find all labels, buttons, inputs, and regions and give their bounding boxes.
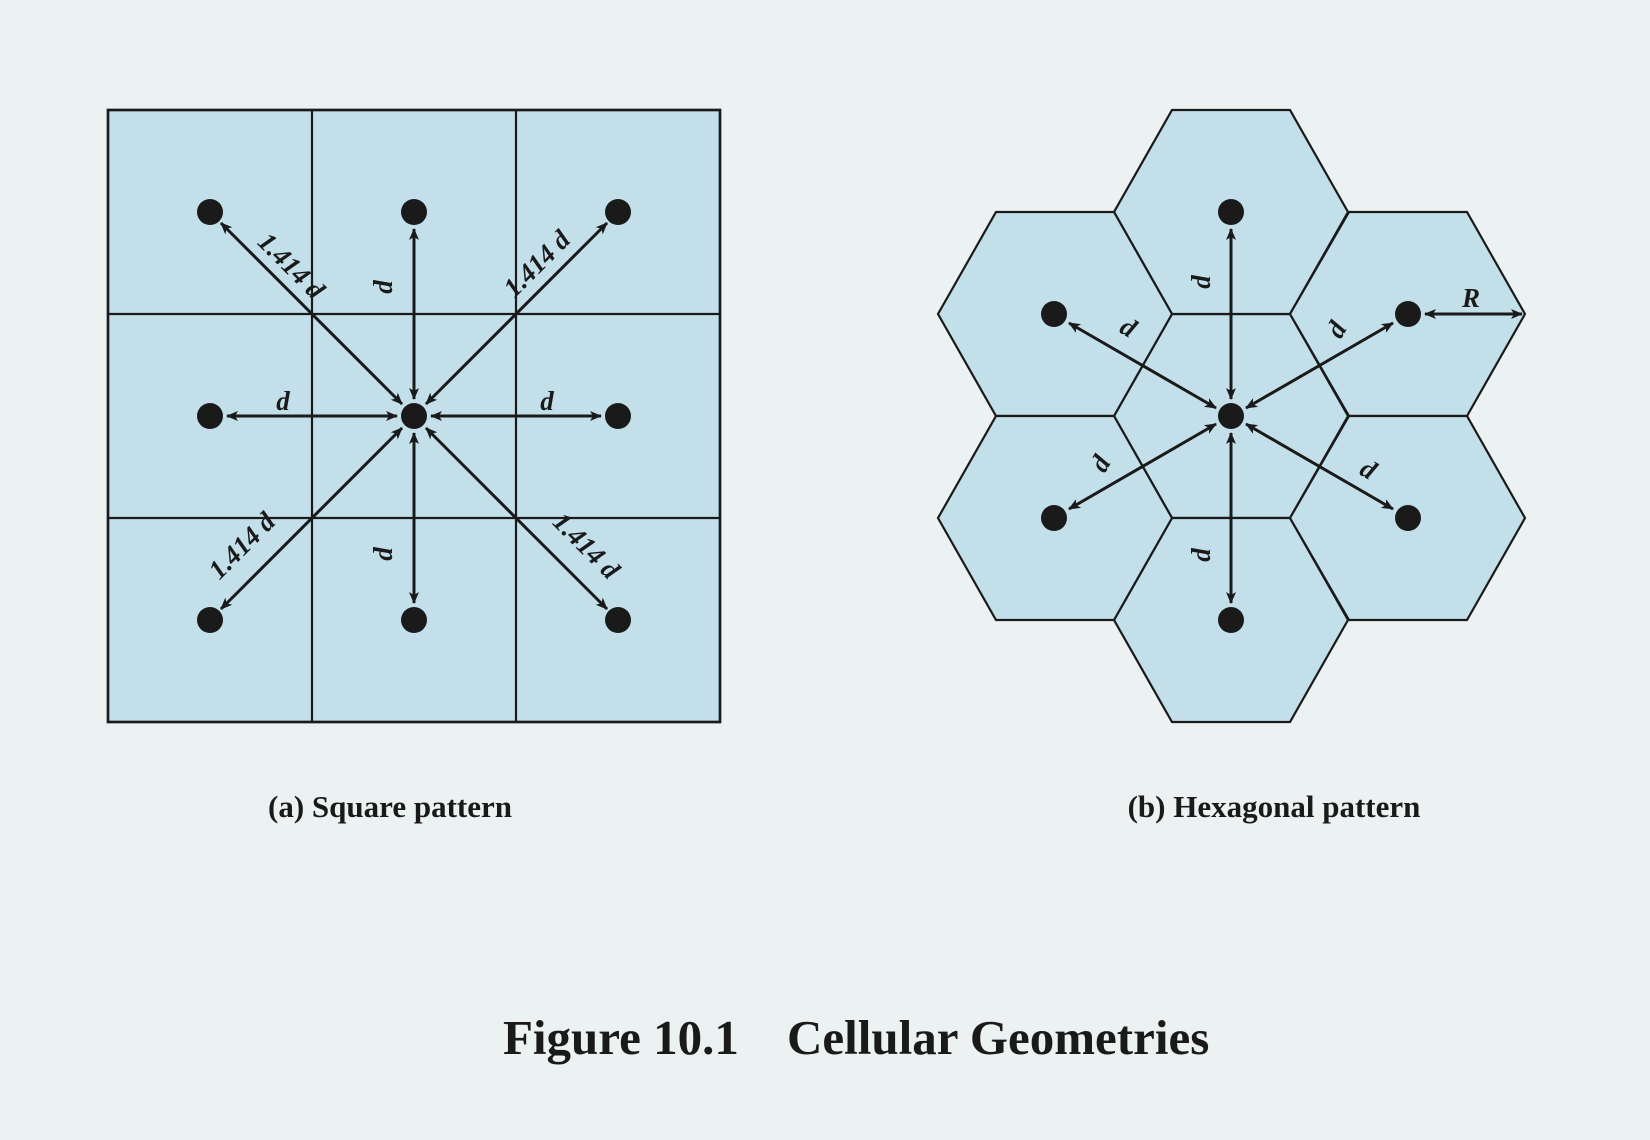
label-right-distance: d	[540, 386, 554, 416]
label-up-distance: d	[368, 280, 398, 294]
center-cell-dot	[401, 403, 427, 429]
hex-cell-dot	[1041, 301, 1067, 327]
hex-cell-dot	[1041, 505, 1067, 531]
cell-center-dot	[605, 403, 631, 429]
cell-center-dot	[197, 607, 223, 633]
hexagonal-pattern-diagram: d d d d d d R (b) Hexagonal pattern	[936, 108, 1527, 824]
arrow-down-left	[219, 426, 404, 611]
hexagonal-pattern-caption: (b) Hexagonal pattern	[1128, 789, 1421, 824]
figure-title: Cellular Geometries	[787, 1010, 1209, 1065]
hex-arrow-up-left	[1068, 321, 1217, 410]
hex-arrow-up-right	[1245, 321, 1394, 410]
hex-label-radius: R	[1461, 283, 1480, 313]
hex-center-cell-dot	[1218, 403, 1244, 429]
hex-cell-dot	[1395, 505, 1421, 531]
hex-cell-dot	[1218, 199, 1244, 225]
square-pattern-diagram: 1.414 d d 1.414 d d d 1.414 d d 1.414 d …	[106, 108, 722, 824]
hex-cell-dot	[1218, 607, 1244, 633]
hex-label-down-distance: d	[1186, 548, 1216, 562]
hex-arrow-down-right	[1245, 422, 1394, 511]
hex-arrow-down-left	[1068, 422, 1217, 511]
label-left-distance: d	[276, 386, 290, 416]
cell-center-dot	[605, 199, 631, 225]
arrow-up-left	[219, 221, 404, 406]
hex-label-up-distance: d	[1186, 275, 1216, 289]
cell-center-dot	[197, 403, 223, 429]
label-down-distance: d	[368, 547, 398, 561]
arrow-down-right	[424, 426, 609, 611]
figure-number: Figure 10.1	[503, 1010, 739, 1065]
square-grid-frame	[106, 108, 722, 724]
square-pattern-caption: (a) Square pattern	[268, 789, 512, 824]
hex-cell-dot	[1395, 301, 1421, 327]
cell-center-dot	[605, 607, 631, 633]
cell-center-dot	[197, 199, 223, 225]
cell-center-dot	[401, 199, 427, 225]
cell-center-dot	[401, 607, 427, 633]
arrow-up-right	[424, 221, 609, 406]
